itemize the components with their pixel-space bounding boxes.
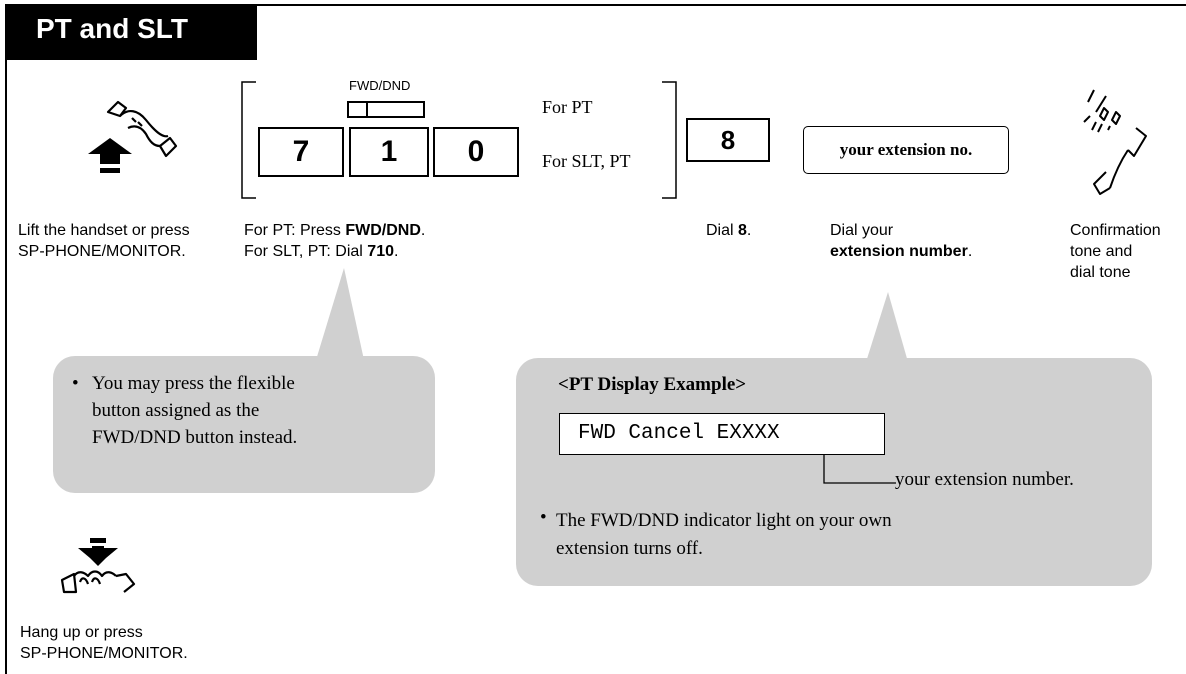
- frame-top-border: [5, 4, 1186, 6]
- note-left-bubble: [53, 356, 435, 493]
- tone-caption: Confirmation tone and dial tone: [1070, 222, 1161, 281]
- section-title: PT and SLT: [5, 4, 257, 60]
- key-1: 1: [349, 127, 429, 177]
- pt-display-screen: FWD Cancel EXXXX: [559, 413, 885, 455]
- fwd-dnd-button: [347, 101, 425, 118]
- display-pointer-label: your extension number.: [895, 469, 1074, 490]
- hang-up-icon: [60, 538, 136, 594]
- fwd-dnd-label: FWD/DND: [349, 78, 411, 93]
- extension-number-box: your extension no.: [803, 126, 1009, 174]
- key-8: 8: [686, 118, 770, 162]
- hangup-caption: Hang up or press SP-PHONE/MONITOR.: [20, 624, 188, 662]
- note-left-pointer: [316, 268, 364, 360]
- dial8-caption: Dial 8.: [706, 222, 752, 239]
- frame-left-border: [5, 4, 7, 674]
- note-right-pointer: [866, 292, 908, 362]
- ringing-handset-icon: [1083, 89, 1147, 195]
- key-7: 7: [258, 127, 344, 177]
- extension-caption: Dial your extension number.: [830, 222, 973, 260]
- display-pointer-line: [823, 455, 896, 484]
- note-right-text: • The FWD/DND indicator light on your ow…: [540, 507, 892, 559]
- lift-handset-icon: [88, 100, 178, 173]
- for-slt-pt-label: For SLT, PT: [542, 151, 631, 171]
- note-right-bubble: [516, 358, 1152, 586]
- code-caption: For PT: Press FWD/DND. For SLT, PT: Dial…: [244, 222, 426, 260]
- key-0: 0: [433, 127, 519, 177]
- note-left-text: • You may press the flexible button assi…: [72, 373, 298, 448]
- lift-caption: Lift the handset or press SP-PHONE/MONIT…: [18, 222, 190, 260]
- code-bracket: [241, 81, 677, 199]
- for-pt-label: For PT: [542, 97, 593, 117]
- display-example-heading: <PT Display Example>: [558, 374, 747, 395]
